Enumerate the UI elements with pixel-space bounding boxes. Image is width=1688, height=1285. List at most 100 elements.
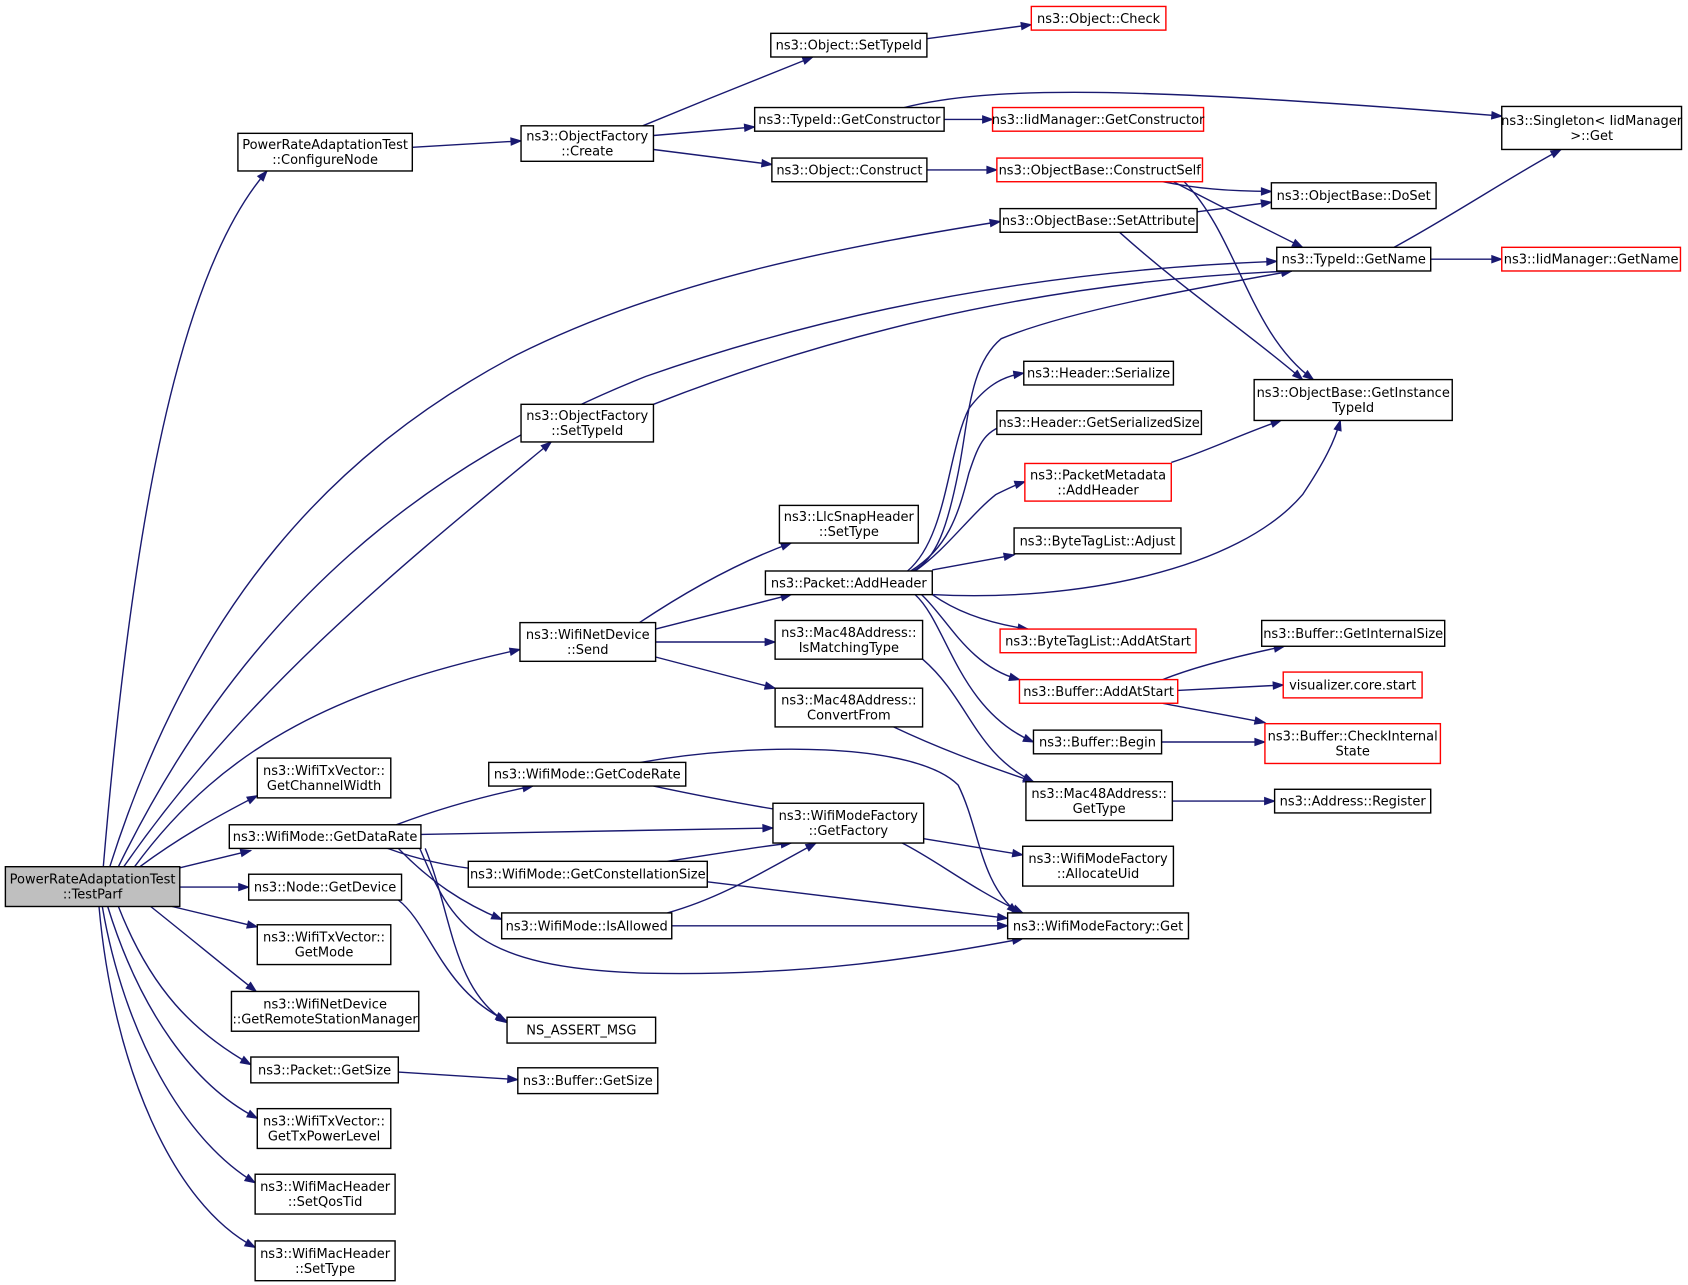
node-typeid-getctor[interactable]: ns3::TypeId::GetConstructor <box>753 106 945 132</box>
node-of-settypeid[interactable]: ns3::ObjectFactory::SetTypeId <box>520 403 655 443</box>
edge-line <box>395 785 534 826</box>
node-mac-gettype[interactable]: ns3::Mac48Address::GetType <box>1025 781 1174 822</box>
node-iid-getname[interactable]: ns3::IidManager::GetName <box>1501 246 1682 272</box>
edge-arrowhead <box>996 912 1010 922</box>
node-wm-getconstellation[interactable]: ns3::WifiMode::GetConstellationSize <box>467 860 708 888</box>
edge-line <box>172 905 258 928</box>
edge-testparf-to-typeid-getname <box>117 257 1279 868</box>
edge-arrowhead <box>982 115 995 124</box>
edge-line <box>907 372 1024 572</box>
edge-ob-setattribute-to-ob-getinstancetypeid <box>1119 231 1304 381</box>
node-box <box>991 106 1205 132</box>
edge-line <box>914 594 1034 743</box>
edge-line <box>101 906 256 1184</box>
node-ns-assert-msg[interactable]: NS_ASSERT_MSG <box>506 1016 657 1044</box>
node-box <box>774 619 924 660</box>
edge-line <box>179 849 251 869</box>
node-label-line: ns3::WifiNetDevice <box>526 628 650 643</box>
node-addr-register[interactable]: ns3::Address::Register <box>1273 788 1432 814</box>
node-wmh-settype[interactable]: ns3::WifiMacHeader::SetType <box>254 1240 396 1282</box>
node-configurenode[interactable]: PowerRateAdaptationTest::ConfigureNode <box>237 132 414 172</box>
node-hdr-getsersize[interactable]: ns3::Header::GetSerializedSize <box>996 410 1203 436</box>
edge-arrowhead <box>239 848 253 858</box>
node-ob-doset[interactable]: ns3::ObjectBase::DoSet <box>1270 182 1437 210</box>
node-obj-check[interactable]: ns3::Object::Check <box>1030 5 1167 31</box>
edge-line <box>931 594 1029 630</box>
edge-pkt-getsize-to-buf-getsize <box>398 1071 520 1084</box>
node-label-line: ns3::LlcSnapHeader <box>784 510 915 525</box>
node-label-line: ns3::ByteTagList::AddAtStart <box>1005 634 1191 649</box>
edge-pkt-addheader-to-btl-addatstart <box>931 594 1030 632</box>
node-singleton-get[interactable]: ns3::Singleton< IidManager>::Get <box>1501 105 1683 151</box>
node-box <box>1022 845 1175 887</box>
edge-arrowhead <box>508 647 522 657</box>
node-mac-convertfrom[interactable]: ns3::Mac48Address::ConvertFrom <box>774 687 924 728</box>
node-wmf-allocateuid[interactable]: ns3::WifiModeFactory::AllocateUid <box>1022 845 1175 887</box>
node-label-line: ::TestParf <box>63 888 123 903</box>
node-wmh-setqostid[interactable]: ns3::WifiMacHeader::SetQosTid <box>254 1173 396 1215</box>
node-wnd-getrsm[interactable]: ns3::WifiNetDevice::GetRemoteStationMana… <box>230 990 420 1032</box>
edge-line <box>1162 702 1266 724</box>
node-iid-getctor[interactable]: ns3::IidManager::GetConstructor <box>991 106 1205 132</box>
node-pm-addheader[interactable]: ns3::PacketMetadata::AddHeader <box>1024 462 1172 502</box>
node-pkt-addheader[interactable]: ns3::Packet::AddHeader <box>764 570 933 596</box>
node-label-line: ns3::Buffer::CheckInternal <box>1268 730 1438 745</box>
node-box <box>1260 619 1446 647</box>
node-wnd-send[interactable]: ns3::WifiNetDevice::Send <box>519 621 657 663</box>
node-label-line: ::GetFactory <box>809 824 889 839</box>
node-pkt-getsize[interactable]: ns3::Packet::GetSize <box>250 1056 400 1084</box>
edge-line <box>904 91 1502 117</box>
node-txv-gettxpowerlevel[interactable]: ns3::WifiTxVector::GetTxPowerLevel <box>256 1107 392 1150</box>
node-llc-settype[interactable]: ns3::LlcSnapHeader::SetType <box>778 504 919 544</box>
edge-wnd-send-to-pkt-addheader <box>655 593 793 630</box>
node-vis-start[interactable]: visualizer.core.start <box>1282 671 1423 699</box>
node-box <box>237 132 414 172</box>
node-testparf[interactable]: PowerRateAdaptationTest::TestParf <box>4 866 181 908</box>
node-ob-constructself[interactable]: ns3::ObjectBase::ConstructSelf <box>996 157 1204 183</box>
node-buf-addatstart[interactable]: ns3::Buffer::AddAtStart <box>1018 678 1179 704</box>
node-obj-construct[interactable]: ns3::Object::Construct <box>771 157 928 183</box>
node-label-line: ns3::Buffer::GetSize <box>523 1074 653 1089</box>
node-obj-settypeid[interactable]: ns3::Object::SetTypeId <box>770 32 928 58</box>
node-buf-begin[interactable]: ns3::Buffer::Begin <box>1032 729 1163 755</box>
node-of-create[interactable]: ns3::ObjectFactory::Create <box>520 125 655 162</box>
node-btl-addatstart[interactable]: ns3::ByteTagList::AddAtStart <box>999 628 1197 654</box>
node-wm-getcoderate[interactable]: ns3::WifiMode::GetCodeRate <box>488 761 687 787</box>
edge-arrowhead <box>1008 672 1021 682</box>
node-wmf-getfactory[interactable]: ns3::WifiModeFactory::GetFactory <box>772 802 925 844</box>
node-box <box>778 504 919 544</box>
node-typeid-getname[interactable]: ns3::TypeId::GetName <box>1276 246 1432 272</box>
node-btl-adjust[interactable]: ns3::ByteTagList::Adjust <box>1013 527 1182 555</box>
node-txv-getmode[interactable]: ns3::WifiTxVector::GetMode <box>256 924 392 966</box>
edge-line <box>1177 684 1284 692</box>
edge-line <box>102 170 268 867</box>
node-buf-getinternalsize[interactable]: ns3::Buffer::GetInternalSize <box>1260 619 1446 647</box>
edge-line <box>640 748 1018 914</box>
node-ob-setattribute[interactable]: ns3::ObjectBase::SetAttribute <box>999 207 1198 233</box>
edge-arrowhead <box>986 165 999 175</box>
node-buf-getsize[interactable]: ns3::Buffer::GetSize <box>517 1067 659 1095</box>
edge-arrowhead <box>1490 110 1504 120</box>
edge-pkt-addheader-to-buf-addatstart <box>921 594 1021 682</box>
node-label-line: GetTxPowerLevel <box>268 1130 380 1145</box>
node-mac-ismatching[interactable]: ns3::Mac48Address::IsMatchingType <box>774 619 924 660</box>
edge-line <box>912 270 1292 572</box>
node-box <box>764 570 933 596</box>
node-node-getdevice[interactable]: ns3::Node::GetDevice <box>247 873 403 901</box>
node-wm-isallowed[interactable]: ns3::WifiMode::IsAllowed <box>500 912 673 940</box>
node-hdr-serialize[interactable]: ns3::Header::Serialize <box>1023 360 1175 386</box>
node-box <box>1025 781 1174 822</box>
node-box <box>753 106 945 132</box>
node-wmf-get[interactable]: ns3::WifiModeFactory::Get <box>1006 912 1190 940</box>
node-wm-getdatarate[interactable]: ns3::WifiMode::GetDataRate <box>228 824 422 850</box>
node-box <box>1282 671 1423 699</box>
edge-arrowhead <box>804 842 818 852</box>
edge-testparf-to-node-getdevice <box>179 882 251 892</box>
edge-line <box>932 420 1341 597</box>
edge-line <box>1162 181 1272 193</box>
node-txv-getchannelwidth[interactable]: ns3::WifiTxVector::GetChannelWidth <box>256 757 392 799</box>
edge-line <box>1183 181 1314 381</box>
